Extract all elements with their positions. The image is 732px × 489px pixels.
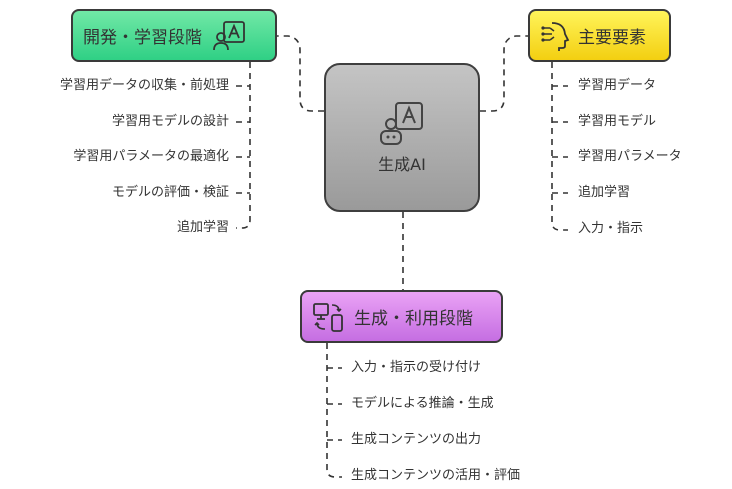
main-list-ticks (552, 85, 568, 194)
use-stage-node: 生成・利用段階 (300, 290, 503, 343)
main-item: 学習用データ (578, 78, 657, 93)
main-item: 学習用モデル (578, 114, 657, 129)
dev-item: モデルの評価・検証 (111, 185, 229, 200)
use-item: モデルによる推論・生成 (351, 396, 494, 411)
main-item: 学習用パラメータ (578, 149, 682, 164)
use-list-ticks (327, 367, 342, 441)
use-stage-title: 生成・利用段階 (354, 309, 473, 329)
use-item: 入力・指示の受け付け (351, 360, 482, 375)
dev-stage-node: 開発・学習段階 (71, 9, 277, 62)
dev-list-ticks (236, 85, 250, 194)
dev-item: 学習用モデルの設計 (111, 114, 229, 129)
dev-stage-title: 開発・学習段階 (83, 28, 202, 48)
main-item: 入力・指示 (578, 221, 644, 236)
main-elements-node: 主要要素 (528, 9, 671, 62)
main-item: 追加学習 (578, 185, 631, 200)
connector-center-dev (277, 35, 324, 112)
head-circuit-icon (541, 21, 570, 51)
dev-item: 学習用パラメータの最適化 (73, 149, 229, 164)
image-person-icon (213, 20, 245, 50)
center-node: 生成AI (324, 63, 480, 212)
use-item: 生成コンテンツの出力 (351, 432, 482, 447)
main-list-spine (551, 62, 568, 231)
main-elements-title: 主要要素 (578, 28, 646, 48)
dev-list-spine (236, 62, 251, 229)
ai-image-person-icon (380, 101, 423, 145)
dev-item: 追加学習 (176, 220, 229, 235)
center-label: 生成AI (378, 154, 426, 174)
connector-center-main (480, 35, 528, 112)
devices-sync-icon (313, 302, 343, 332)
use-item: 生成コンテンツの活用・評価 (351, 468, 521, 483)
dev-item: 学習用データの収集・前処理 (59, 78, 229, 93)
use-list-spine (326, 343, 342, 478)
